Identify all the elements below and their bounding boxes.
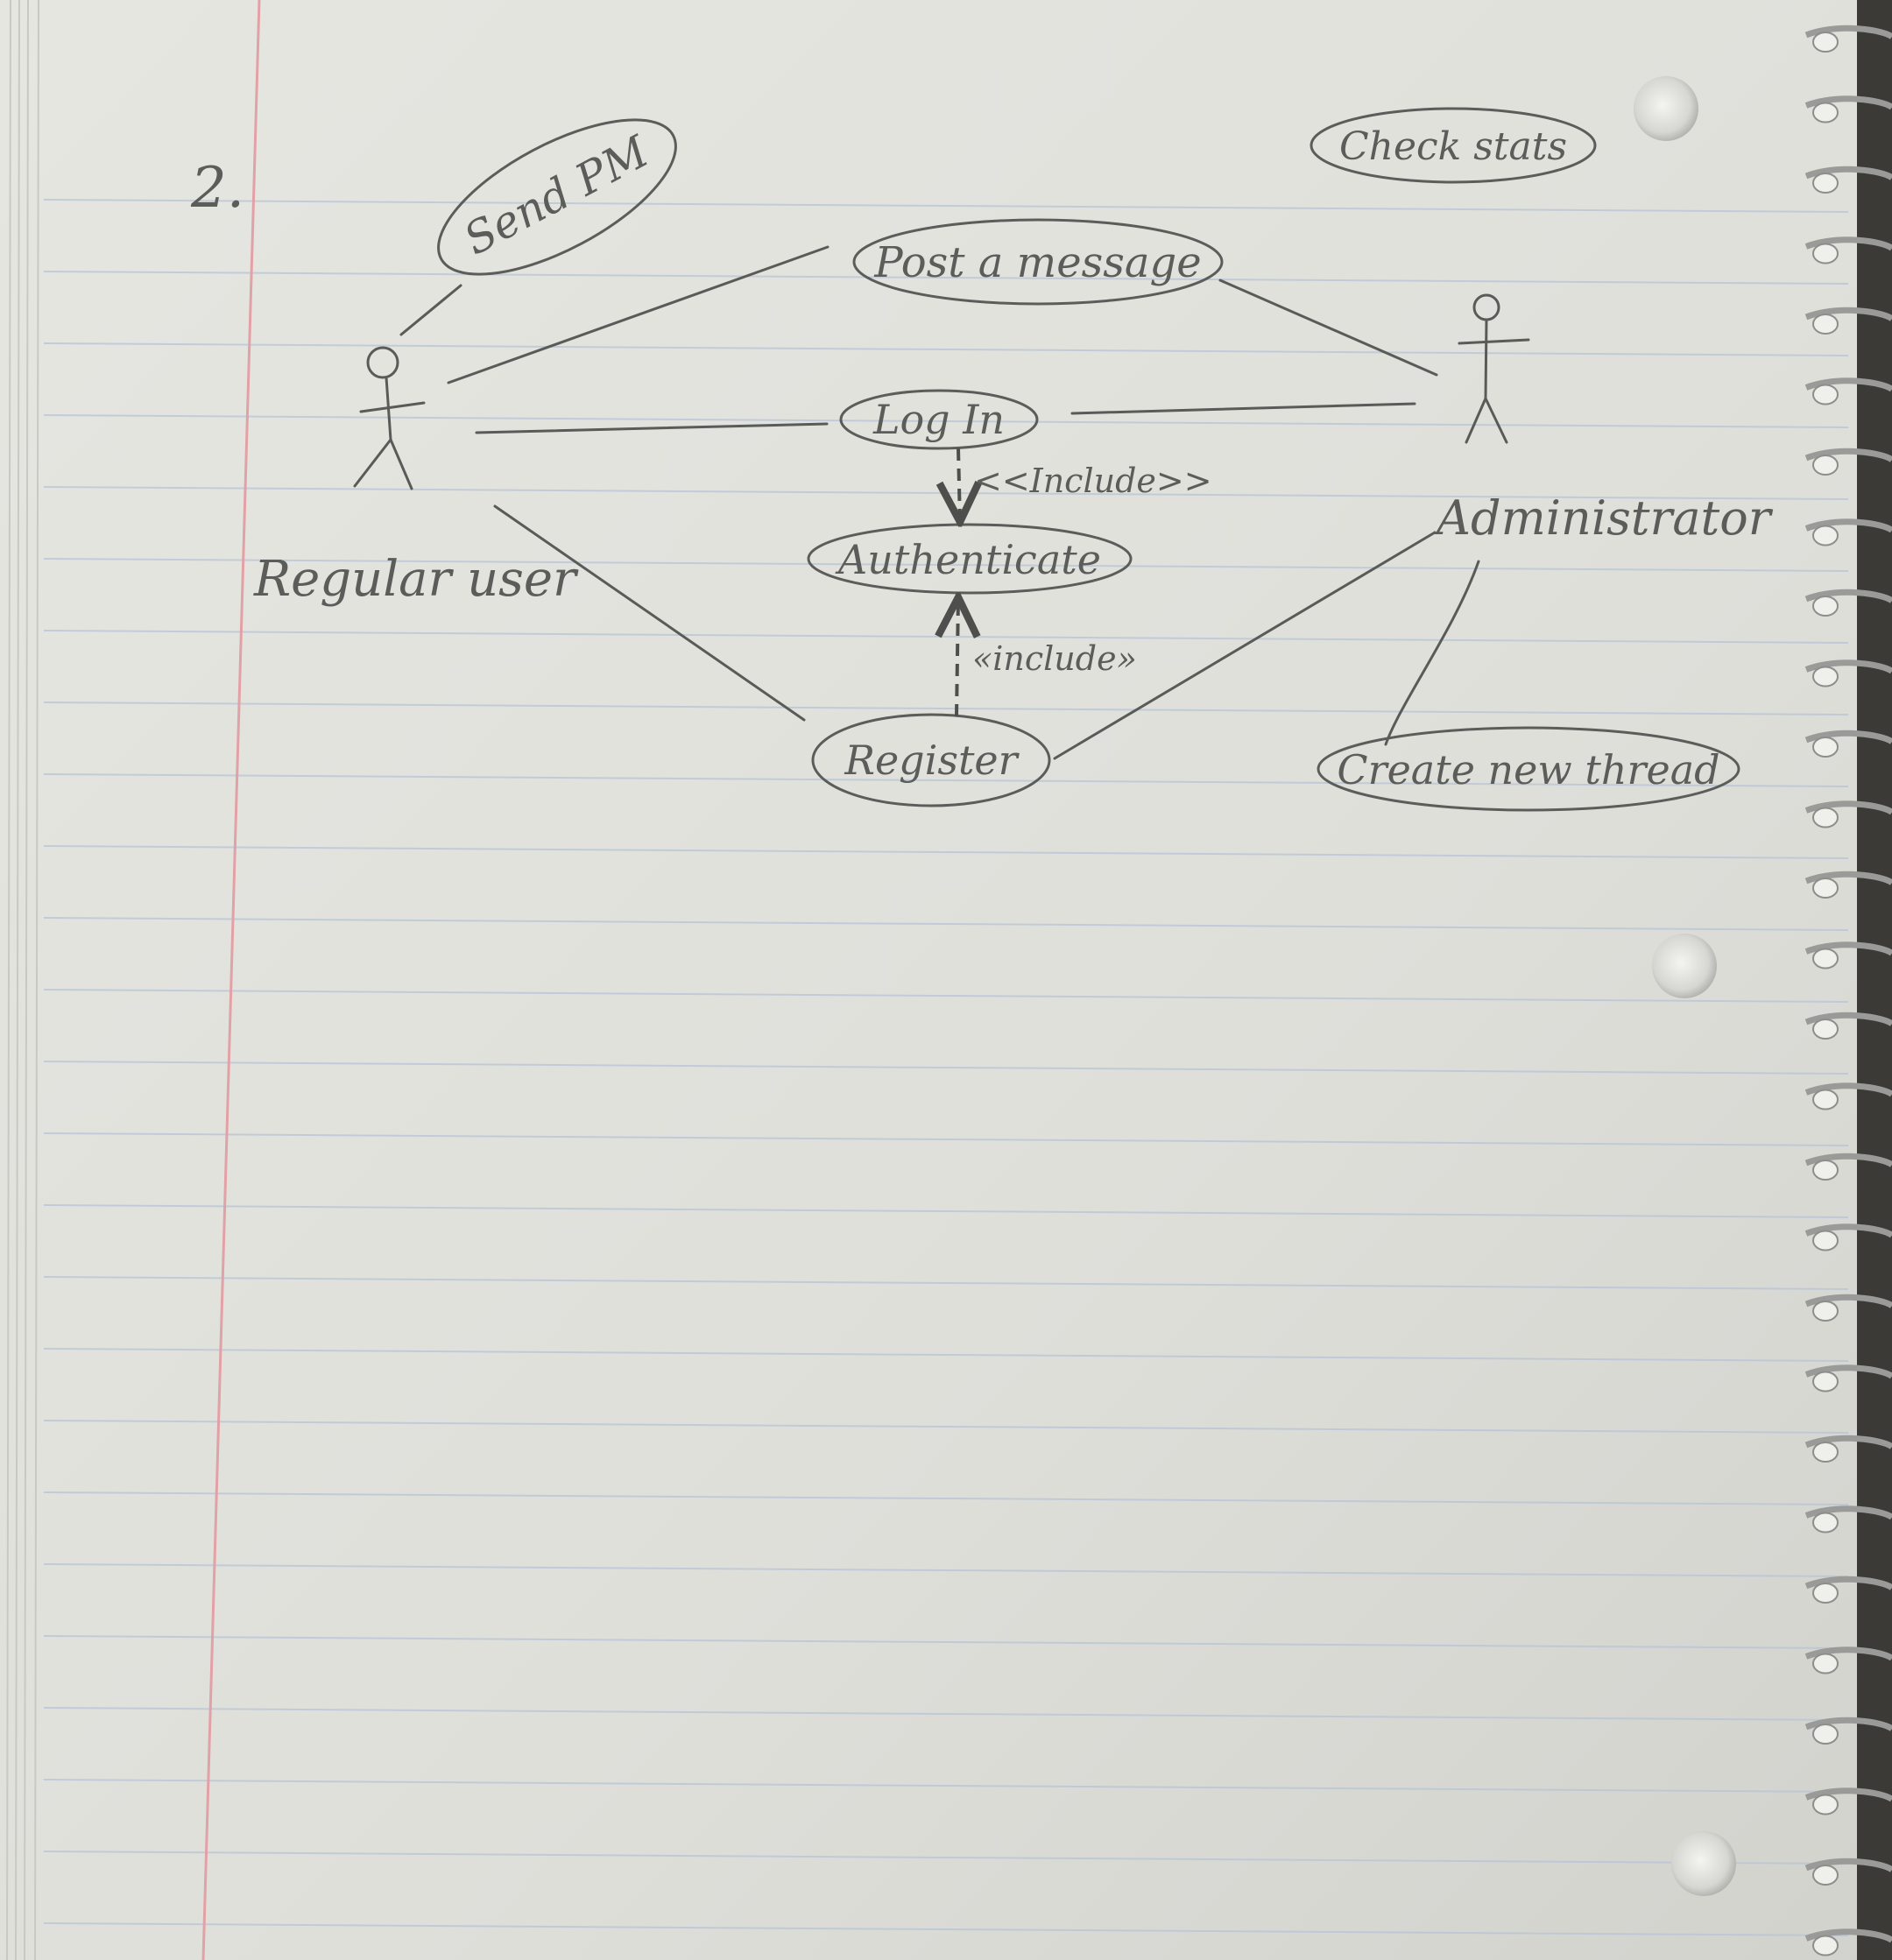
spiral-coil-icon [1804,1153,1892,1181]
use-case-oval [839,389,1039,450]
spiral-coil-icon [1804,1223,1892,1251]
page-number: 2. [190,156,244,221]
actor-administrator-label: Administrator [1432,490,1774,546]
include-arrow-login-authenticate [958,448,960,522]
ruled-line [43,1707,1849,1721]
association-admin-post-message [1218,278,1438,377]
spiral-coil-icon [1804,1012,1892,1040]
use-case-oval [852,218,1224,306]
association-admin-register [1053,531,1437,760]
spiral-coil-icon [1804,730,1892,758]
binder-hole-icon [1634,76,1698,141]
use-case-label: Post a message [873,238,1201,287]
spiral-coil-icon [1804,1646,1892,1674]
spiral-coil-icon [1804,1435,1892,1463]
use-case-log-in: Log In [839,389,1039,450]
use-case-check-stats: Check stats [1310,107,1597,184]
spiral-coil-icon [1804,941,1892,969]
spiral-coil-icon [1804,25,1892,53]
binder-hole-icon [1652,934,1717,998]
spiral-coil-icon [1804,871,1892,899]
ruled-line [43,1491,1849,1505]
spiral-coil-icon [1804,800,1892,828]
association-admin-log-in [1070,402,1416,415]
page-edges [6,0,39,1960]
use-case-post-message: Post a message [852,218,1224,306]
association-user-post-message [447,245,830,384]
spiral-coil-icon [1804,659,1892,687]
ruled-line [43,1276,1849,1290]
ruled-line [43,1061,1849,1075]
spiral-coil-icon [1804,166,1892,194]
spiral-coil-icon [1804,1576,1892,1604]
use-case-oval [811,713,1051,807]
use-case-oval [437,118,677,276]
association-user-log-in [475,422,829,434]
ruled-line [43,1779,1849,1793]
ruled-line [43,917,1849,931]
spiral-coil-icon [1804,1717,1892,1745]
ruled-line [43,989,1849,1003]
spiral-coil-icon [1804,236,1892,264]
spiral-coil-icon [1804,1294,1892,1322]
include-label-login: <<Include>> [974,462,1212,500]
spiral-coil-icon [1804,95,1892,123]
spiral-coil-icon [1804,448,1892,476]
association-admin-create-thread [1384,560,1480,746]
margin-line [201,0,261,1960]
spiral-coil-icon [1804,1858,1892,1886]
use-case-label: Authenticate [835,536,1101,583]
spiral-binding [1804,25,1892,1956]
ruled-line [43,342,1849,356]
association-user-send-pm [399,284,462,336]
actor-regular-user-icon [353,346,426,490]
ruled-line [43,1563,1849,1577]
association-user-register [493,504,806,722]
spiral-coil-icon [1804,1505,1892,1533]
use-case-oval [1310,107,1597,184]
ruled-line [43,1635,1849,1649]
use-case-oval [1317,726,1740,812]
ruled-line [43,702,1849,716]
ruled-line [43,558,1849,572]
use-case-label: Log In [872,396,1005,443]
include-label-register: «include» [972,639,1137,678]
ruled-line [43,1348,1849,1362]
use-case-label: Create new thread [1337,746,1719,793]
spiral-coil-icon [1804,1787,1892,1815]
ruled-line [43,271,1849,285]
use-case-label: Check stats [1339,124,1567,169]
ruled-line [43,845,1849,859]
binder-hole-icon [1671,1831,1736,1896]
spiral-coil-icon [1804,518,1892,546]
ruled-line [43,1204,1849,1218]
use-case-label: Register [844,737,1020,784]
ruled-line [43,1132,1849,1146]
spiral-coil-icon [1804,589,1892,617]
ruled-line [43,414,1849,428]
ruled-line [43,1851,1849,1865]
binding-shadow [1857,0,1892,1960]
spiral-coil-icon [1804,1082,1892,1110]
actor-regular-user-label: Regular user [253,551,579,608]
spiral-coil-icon [1804,1364,1892,1392]
use-case-create-thread: Create new thread [1317,726,1740,812]
spiral-coil-icon [1804,377,1892,405]
spiral-coil-icon [1804,307,1892,335]
use-case-register: Register [811,713,1051,807]
ruled-line [43,773,1849,787]
binder-holes [1634,76,1736,1896]
association-lines [399,245,1480,760]
ruled-lines [43,199,1849,1936]
ruled-line [43,1420,1849,1434]
actor-administrator-icon [1458,293,1530,444]
spiral-coil-icon [1804,1928,1892,1956]
ruled-line [43,1922,1849,1936]
ruled-line [43,199,1849,213]
